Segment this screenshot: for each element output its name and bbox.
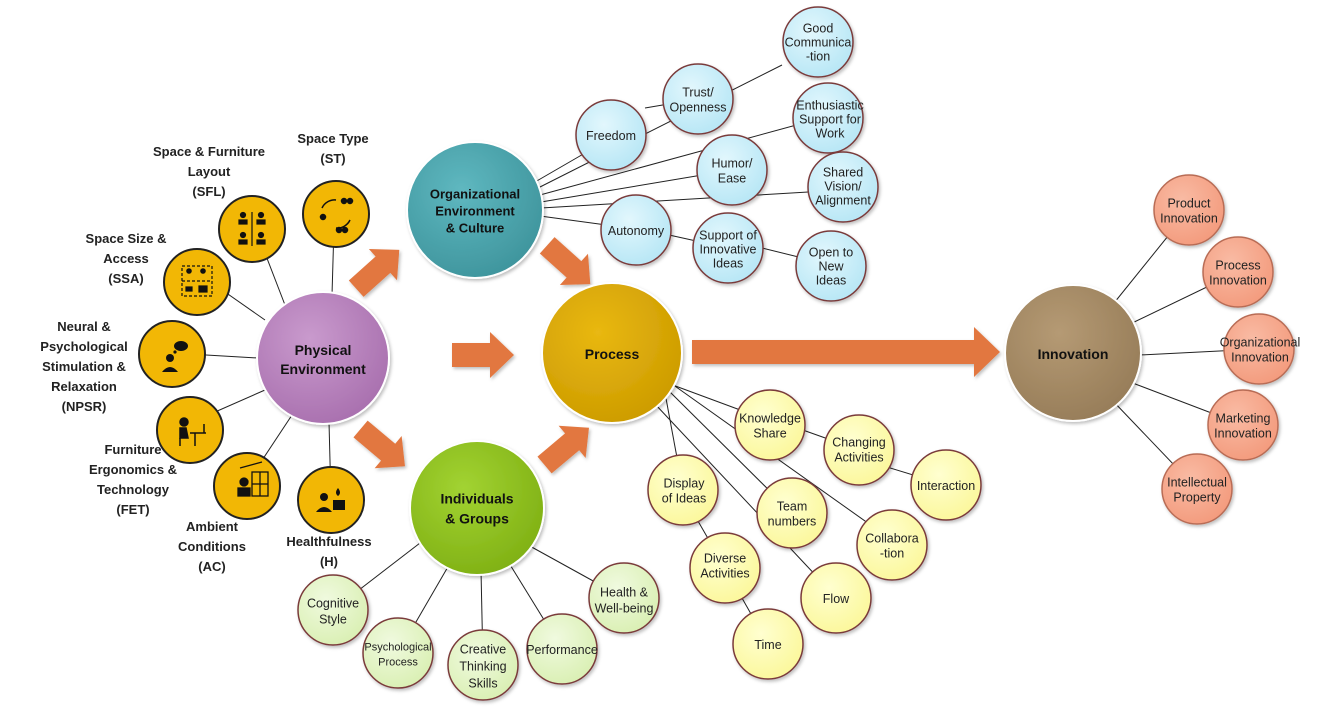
hub-process-label: Process xyxy=(585,346,640,362)
factor-st xyxy=(302,180,370,248)
process-time: Time xyxy=(754,638,781,652)
desk-worker-icon xyxy=(179,417,206,446)
individual-leaf-circles xyxy=(297,562,660,701)
process-interaction: Interaction xyxy=(917,479,975,493)
label-h: Healthfulness(H) xyxy=(286,534,372,569)
culture-autonomy: Autonomy xyxy=(608,224,665,238)
hub-physical-circle xyxy=(256,291,390,425)
hub-process-circle xyxy=(541,282,683,424)
culture-trust: Trust/Openness xyxy=(670,85,727,114)
culture-leaf-circles xyxy=(575,6,879,302)
arrow-physical-to-org xyxy=(348,249,400,297)
arrow-process-to-innovation xyxy=(692,327,1000,377)
people-circle-icon xyxy=(319,197,354,234)
factor-fet xyxy=(156,396,224,464)
physical-factors xyxy=(138,180,370,534)
hub-individuals-circle xyxy=(409,440,545,576)
individual-health: Health &Well-being xyxy=(595,585,654,615)
arrow-org-to-process xyxy=(539,237,591,285)
health-person-icon xyxy=(316,488,345,512)
factor-ac xyxy=(213,452,281,520)
process-collab: Collabora-tion xyxy=(865,531,919,560)
label-st: Space Type(ST) xyxy=(297,131,369,166)
hub-circles xyxy=(256,141,1142,576)
factor-ssa xyxy=(163,248,231,316)
factor-sfl xyxy=(218,195,286,263)
window-sun-icon xyxy=(237,461,269,497)
factor-npsr xyxy=(138,320,206,388)
flow-arrows xyxy=(348,237,1000,474)
hub-innovation-label: Innovation xyxy=(1038,346,1109,362)
label-ssa: Space Size &Access(SSA) xyxy=(85,231,167,286)
culture-freedom: Freedom xyxy=(586,129,636,143)
desk-layout-icon xyxy=(238,211,266,246)
arrow-physical-to-process xyxy=(452,332,514,378)
arrow-individuals-to-process xyxy=(537,425,589,474)
culture-humor: Humor/Ease xyxy=(712,156,754,185)
arrow-physical-to-individuals xyxy=(353,420,405,469)
factor-h xyxy=(297,466,365,534)
hub-org-circle xyxy=(406,141,544,279)
hub-individuals-label: Individuals& Groups xyxy=(440,491,513,527)
process-flow: Flow xyxy=(823,592,850,606)
process-leaf-circles xyxy=(647,389,982,680)
thinking-person-icon xyxy=(162,341,188,372)
individual-performance: Performance xyxy=(526,643,598,657)
innovation-leaf-circles xyxy=(1153,174,1295,525)
hub-innovation-circle xyxy=(1004,284,1142,422)
floor-plan-icon xyxy=(181,265,213,297)
